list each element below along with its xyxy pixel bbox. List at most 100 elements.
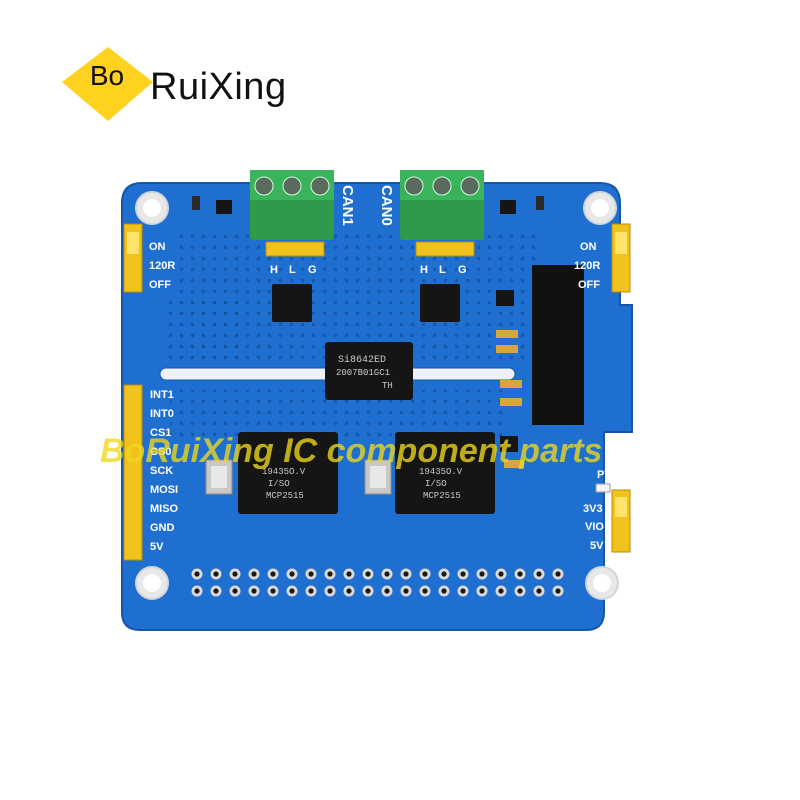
logo-badge [62, 47, 153, 121]
can1-header [265, 241, 325, 257]
can1-pin-g: G [308, 264, 317, 276]
gpio-hole-center [289, 588, 295, 594]
gpio-hole-center [384, 588, 390, 594]
gpio-hole-center [403, 588, 409, 594]
isolator-marking-3: TH [382, 381, 393, 391]
can1-terminal-block [250, 170, 334, 240]
gpio-hole-center [441, 588, 447, 594]
gpio-hole-center [536, 588, 542, 594]
transistor-right [500, 200, 516, 214]
right-jumper-120r: 120R [574, 260, 600, 272]
gpio-hole-center [403, 571, 409, 577]
controller-right-marking-1: 19435O.V [419, 467, 463, 477]
controller-right-marking-2: I/SO [425, 479, 447, 489]
left-jumper-on: ON [149, 241, 166, 253]
gpio-hole-center [536, 571, 542, 577]
gpio-hole-center [346, 588, 352, 594]
header-label-mosi: MOSI [150, 484, 178, 496]
gpio-hole-center [308, 571, 314, 577]
power-led [595, 483, 611, 493]
gpio-hole-center [460, 588, 466, 594]
can-controller-chip-right [395, 432, 495, 514]
gpio-hole-center [232, 588, 238, 594]
right-jumper-off: OFF [578, 279, 600, 291]
header-label-cs0: CS0 [150, 446, 171, 458]
can0-header [415, 241, 475, 257]
watermark-text: BoRuiXing IC component parts [100, 432, 603, 470]
can1-pin-h: H [270, 264, 278, 276]
gpio-hole-center [327, 588, 333, 594]
gpio-header-holes [191, 568, 564, 597]
right-jumper-on: ON [580, 241, 597, 253]
transceiver-chip-right [420, 284, 460, 322]
left-jumper-120r: 120R [149, 260, 175, 272]
can0-pin-g: G [458, 264, 467, 276]
gpio-hole-center [365, 588, 371, 594]
gpio-hole-center [517, 571, 523, 577]
isolator-chip [325, 342, 413, 400]
isolator-marking-2: 2007B01GC1 [336, 368, 390, 378]
gpio-hole-center [194, 588, 200, 594]
voltage-label-3v3: 3V3 [583, 503, 603, 515]
can0-label: CAN0 [378, 185, 395, 226]
gpio-hole-center [270, 588, 276, 594]
header-label-gnd: GND [150, 522, 175, 534]
gpio-hole-center [308, 588, 314, 594]
gpio-hole-center [479, 571, 485, 577]
controller-left-marking-3: MCP2515 [266, 491, 304, 501]
can0-pin-h: H [420, 264, 428, 276]
voltage-label-5v: 5V [590, 540, 604, 552]
gpio-hole-center [498, 588, 504, 594]
transistor-left [216, 200, 232, 214]
transceiver-chip-left [272, 284, 312, 322]
can0-pin-l: L [439, 264, 446, 276]
gpio-hole-center [365, 571, 371, 577]
left-jumper-off: OFF [149, 279, 171, 291]
spi-pin-header [123, 384, 143, 561]
voltage-label-vio: VIO [585, 521, 604, 533]
crystal-right [364, 459, 392, 495]
gpio-hole-center [555, 571, 561, 577]
gpio-hole-center [460, 571, 466, 577]
can1-label: CAN1 [339, 185, 356, 226]
via-field-left [165, 295, 245, 365]
gpio-hole-center [213, 588, 219, 594]
right-jumper [611, 223, 631, 293]
can-controller-chip-left [238, 432, 338, 514]
header-label-miso: MISO [150, 503, 179, 515]
can1-pin-l: L [289, 264, 296, 276]
power-jumper [611, 489, 631, 553]
controller-right-marking-3: MCP2515 [423, 491, 461, 501]
gpio-hole-center [270, 571, 276, 577]
gpio-hole-center [441, 571, 447, 577]
gpio-hole-center [213, 571, 219, 577]
pwr-label: PWR [597, 469, 623, 481]
gpio-hole-center [555, 588, 561, 594]
smd-passives [496, 290, 524, 468]
resistor-top-left [192, 196, 200, 210]
header-label-int0: INT0 [150, 408, 174, 420]
gpio-hole-center [479, 588, 485, 594]
mounting-holes [135, 191, 619, 600]
gpio-hole-center [517, 588, 523, 594]
controller-left-marking-2: I/SO [268, 479, 290, 489]
gpio-hole-center [289, 571, 295, 577]
isolated-power-module [532, 265, 584, 425]
gpio-hole-center [251, 588, 257, 594]
resistor-top-right [536, 196, 544, 210]
gpio-hole-center [232, 571, 238, 577]
header-label-cs1: CS1 [150, 427, 171, 439]
gpio-hole-center [422, 588, 428, 594]
gpio-hole-center [327, 571, 333, 577]
header-label-int1: INT1 [150, 389, 174, 401]
can0-terminal-block [400, 170, 484, 240]
logo-badge-text: Bo [89, 60, 125, 91]
controller-left-marking-1: 19435O.V [262, 467, 306, 477]
crystal-left [205, 459, 233, 495]
left-jumper [123, 223, 143, 293]
gpio-hole-center [384, 571, 390, 577]
brand-name: RuiXing [150, 66, 287, 108]
header-label-sck: SCK [150, 465, 173, 477]
gpio-hole-center [346, 571, 352, 577]
